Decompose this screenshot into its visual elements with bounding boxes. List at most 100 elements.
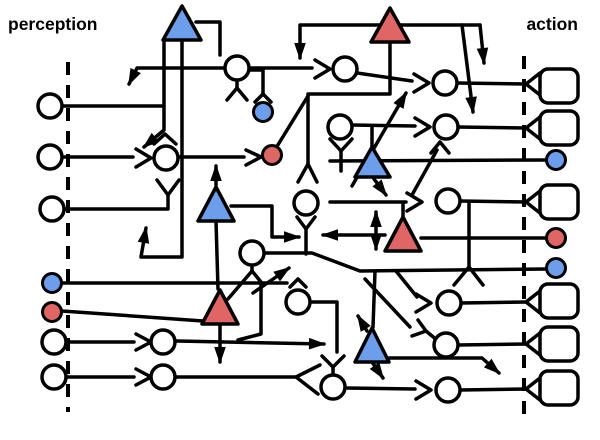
arrowhead bbox=[370, 234, 382, 251]
action-effector-box bbox=[538, 183, 580, 221]
axon-wire bbox=[296, 162, 319, 184]
arrowhead bbox=[210, 164, 222, 181]
neuron-soma bbox=[36, 143, 64, 171]
axon-wire bbox=[452, 265, 485, 287]
arrowhead bbox=[372, 179, 388, 197]
axon-wire bbox=[458, 199, 529, 204]
neuron-soma bbox=[238, 239, 266, 267]
neuron-soma bbox=[292, 189, 320, 217]
action-effector-box bbox=[538, 282, 580, 320]
axon-wire bbox=[524, 331, 542, 357]
axon-wire bbox=[214, 219, 220, 291]
axon-wire bbox=[308, 300, 339, 354]
axon-wire bbox=[60, 309, 205, 323]
axon-wire bbox=[294, 363, 322, 396]
axon-wire bbox=[306, 40, 392, 166]
arrowhead bbox=[273, 266, 291, 282]
axon-wire bbox=[313, 58, 332, 80]
axon-wire bbox=[429, 140, 451, 155]
axon-wire bbox=[410, 148, 439, 197]
arrowhead bbox=[483, 358, 501, 375]
perception-label: perception bbox=[8, 14, 97, 34]
axon-wire bbox=[524, 189, 542, 215]
blue-triangle-neuron bbox=[196, 185, 236, 223]
arrowhead bbox=[476, 47, 489, 65]
neuron-soma bbox=[319, 373, 347, 401]
arrowhead bbox=[128, 67, 141, 86]
arrowhead bbox=[465, 96, 477, 114]
axon-wire bbox=[62, 194, 170, 211]
action-effector-box bbox=[538, 109, 580, 147]
axon-wire bbox=[225, 86, 249, 102]
axon-wire bbox=[247, 68, 265, 95]
neuron-soma bbox=[435, 289, 463, 317]
axon-wire bbox=[414, 379, 433, 401]
axon-wire bbox=[412, 72, 431, 94]
axon-wire bbox=[524, 71, 542, 97]
arrowhead bbox=[321, 229, 338, 241]
axon-wire bbox=[410, 318, 428, 338]
red-triangle-neuron bbox=[383, 215, 423, 253]
action-effector-box bbox=[538, 369, 580, 407]
axon-wire bbox=[524, 289, 542, 315]
neuron-soma bbox=[432, 331, 460, 359]
blue-triangle-neuron bbox=[353, 326, 391, 364]
blue-triangle-neuron bbox=[161, 4, 203, 42]
neuron-soma bbox=[40, 328, 68, 356]
axon-wire bbox=[524, 376, 542, 402]
arrowhead bbox=[284, 231, 301, 243]
axon-wire bbox=[142, 39, 166, 149]
arrowhead bbox=[356, 314, 371, 332]
axon-wire bbox=[274, 94, 310, 150]
neuron-soma bbox=[38, 195, 66, 223]
axon-wire bbox=[456, 125, 529, 130]
axon-wire bbox=[456, 342, 529, 347]
blue-terminal-dot bbox=[252, 101, 274, 123]
red-terminal-dot bbox=[261, 144, 283, 166]
neuron-soma bbox=[434, 187, 462, 215]
action-effector-box bbox=[538, 325, 580, 363]
axon-wire bbox=[262, 251, 549, 273]
action-label: action bbox=[526, 14, 578, 34]
arrowhead bbox=[370, 210, 382, 227]
axon-wire bbox=[134, 147, 153, 169]
arrowhead bbox=[142, 132, 160, 149]
neuron-soma bbox=[284, 288, 312, 316]
neuron-soma bbox=[331, 55, 359, 83]
arrowhead bbox=[294, 43, 306, 60]
axon-wire bbox=[355, 71, 414, 83]
arrowhead bbox=[308, 337, 326, 350]
axon-wire bbox=[350, 123, 417, 128]
axon-wire bbox=[253, 92, 273, 104]
neuron-soma bbox=[431, 69, 459, 97]
red-terminal-dot bbox=[41, 301, 63, 323]
neuron-soma bbox=[432, 113, 460, 141]
red-triangle-neuron bbox=[369, 6, 411, 44]
axon-wire bbox=[524, 115, 542, 141]
axon-wire bbox=[244, 148, 263, 167]
blue-triangle-neuron bbox=[353, 145, 392, 179]
axon-wire bbox=[134, 332, 153, 352]
axon-wire bbox=[414, 292, 433, 314]
axon-wire bbox=[134, 367, 153, 387]
red-terminal-dot bbox=[545, 227, 567, 249]
neuron-soma bbox=[40, 363, 68, 391]
neuron-soma bbox=[149, 363, 177, 391]
axon-wire bbox=[363, 277, 412, 329]
axon-wire bbox=[413, 116, 432, 138]
action-effector-box bbox=[538, 67, 580, 105]
axon-wire bbox=[328, 137, 354, 153]
neuron-soma bbox=[152, 144, 180, 172]
axon-wire bbox=[229, 204, 301, 239]
axon-wire bbox=[127, 66, 227, 86]
axon-wire bbox=[175, 339, 326, 346]
neuron-soma bbox=[434, 376, 462, 404]
axon-wire bbox=[152, 132, 178, 146]
axon-wire bbox=[226, 269, 254, 301]
axon-wire bbox=[394, 269, 419, 299]
axon-wire bbox=[459, 300, 529, 305]
neuron-soma bbox=[326, 113, 354, 141]
axon-wire bbox=[458, 387, 529, 392]
